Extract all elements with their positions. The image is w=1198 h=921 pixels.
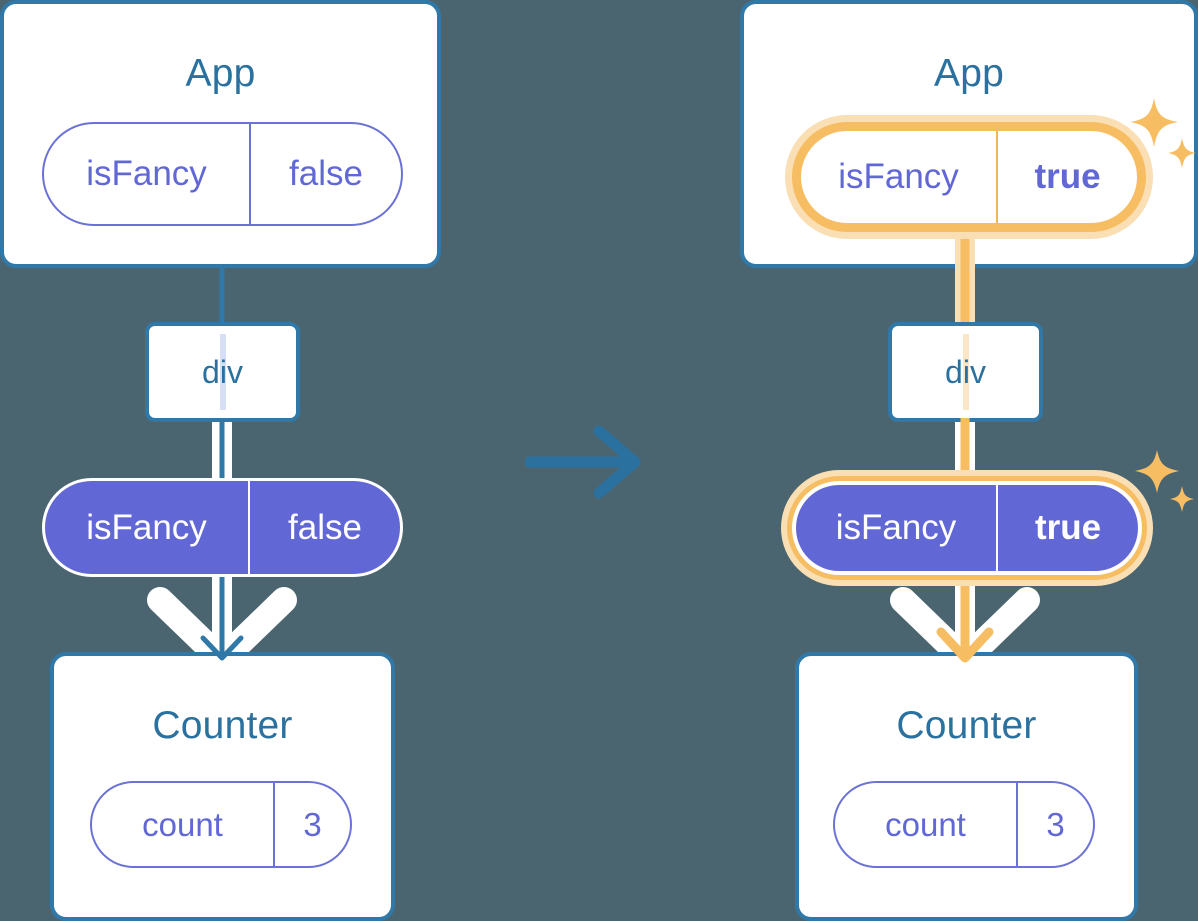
counter-state-pill-value-after: 3: [1016, 783, 1093, 866]
counter-title-before: Counter: [152, 704, 293, 747]
prop-pill-value-after: true: [996, 485, 1138, 571]
app-state-pill-value-before: false: [249, 124, 401, 224]
app-title-before: App: [185, 52, 256, 95]
counter-title-after: Counter: [896, 704, 1037, 747]
prop-pill-name-after: isFancy: [835, 508, 957, 547]
counter-state-pill-after: count 3: [833, 781, 1095, 868]
div-tag-label-before: div: [202, 353, 243, 390]
prop-pill-value-before: false: [248, 481, 400, 574]
counter-state-pill-name-before: count: [142, 805, 223, 843]
app-state-pill-name-after: isFancy: [838, 157, 959, 196]
counter-state-pill-value-before: 3: [273, 783, 350, 866]
div-passthrough-line-before: [219, 334, 226, 410]
app-state-pill-value-after: true: [996, 131, 1137, 223]
div-tag-label-after: div: [945, 353, 986, 390]
app-state-pill-after[interactable]: isFancy true: [792, 122, 1146, 232]
prop-pill-before: isFancy false: [42, 478, 403, 577]
counter-state-pill-name-after: count: [885, 805, 966, 843]
div-passthrough-line-after: [962, 334, 969, 410]
prop-pill-name-before: isFancy: [86, 507, 207, 547]
app-state-pill-before: isFancy false: [42, 122, 403, 226]
right-arrow-icon: [525, 425, 641, 499]
app-state-pill-name-before: isFancy: [86, 154, 207, 193]
counter-state-pill-before: count 3: [90, 781, 352, 868]
app-title-after: App: [934, 52, 1004, 95]
div-tag-box-before: div: [145, 322, 300, 422]
prop-pill-after[interactable]: isFancy true: [792, 481, 1142, 575]
div-tag-box-after: div: [888, 322, 1043, 422]
